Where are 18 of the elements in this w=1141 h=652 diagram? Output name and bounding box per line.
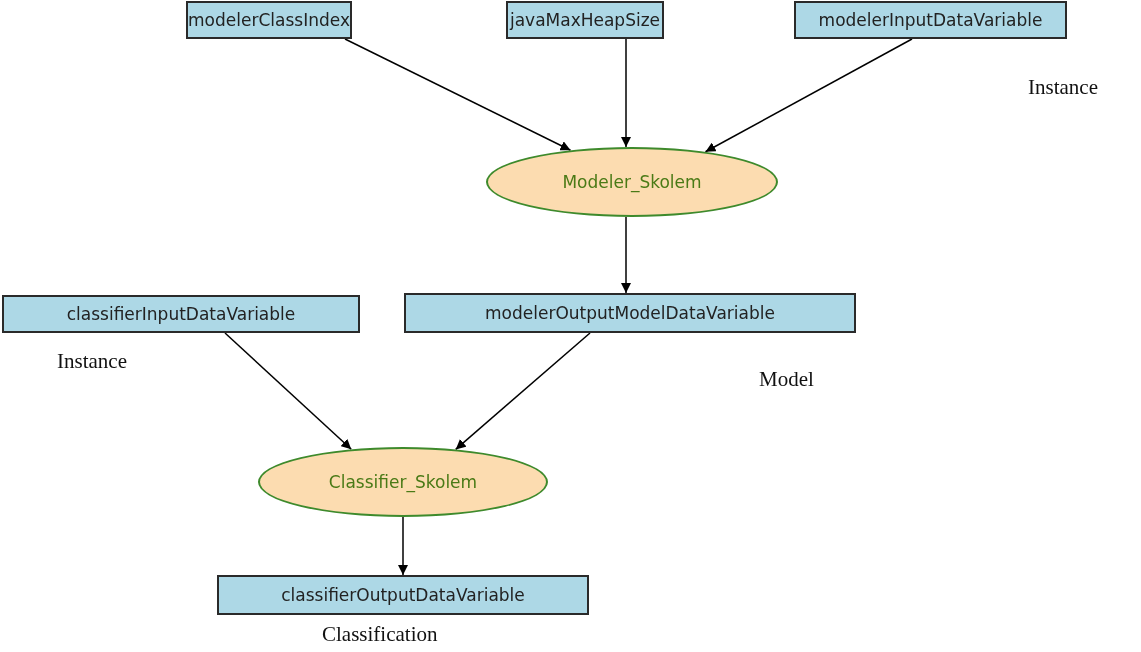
variable-box — [506, 1, 664, 39]
arrow — [704, 38, 913, 153]
arrow — [621, 38, 631, 148]
type-label: Model — [759, 367, 814, 392]
node-label: Classifier_Skolem — [328, 472, 478, 492]
node-label: modelerClassIndex — [188, 10, 350, 30]
arrow — [398, 516, 408, 576]
node-label: modelerOutputModelDataVariable — [485, 303, 775, 323]
arrow — [621, 216, 631, 294]
variable-box — [186, 1, 352, 39]
type-label: Instance — [57, 349, 127, 374]
node-label: classifierOutputDataVariable — [281, 585, 525, 605]
node-label: classifierInputDataVariable — [66, 304, 296, 324]
type-label: Instance — [1028, 75, 1098, 100]
node-label: javaMaxHeapSize — [509, 10, 661, 30]
type-label: Classification — [322, 622, 438, 647]
node-label: Modeler_Skolem — [562, 172, 702, 192]
node-label: modelerInputDataVariable — [818, 10, 1043, 30]
